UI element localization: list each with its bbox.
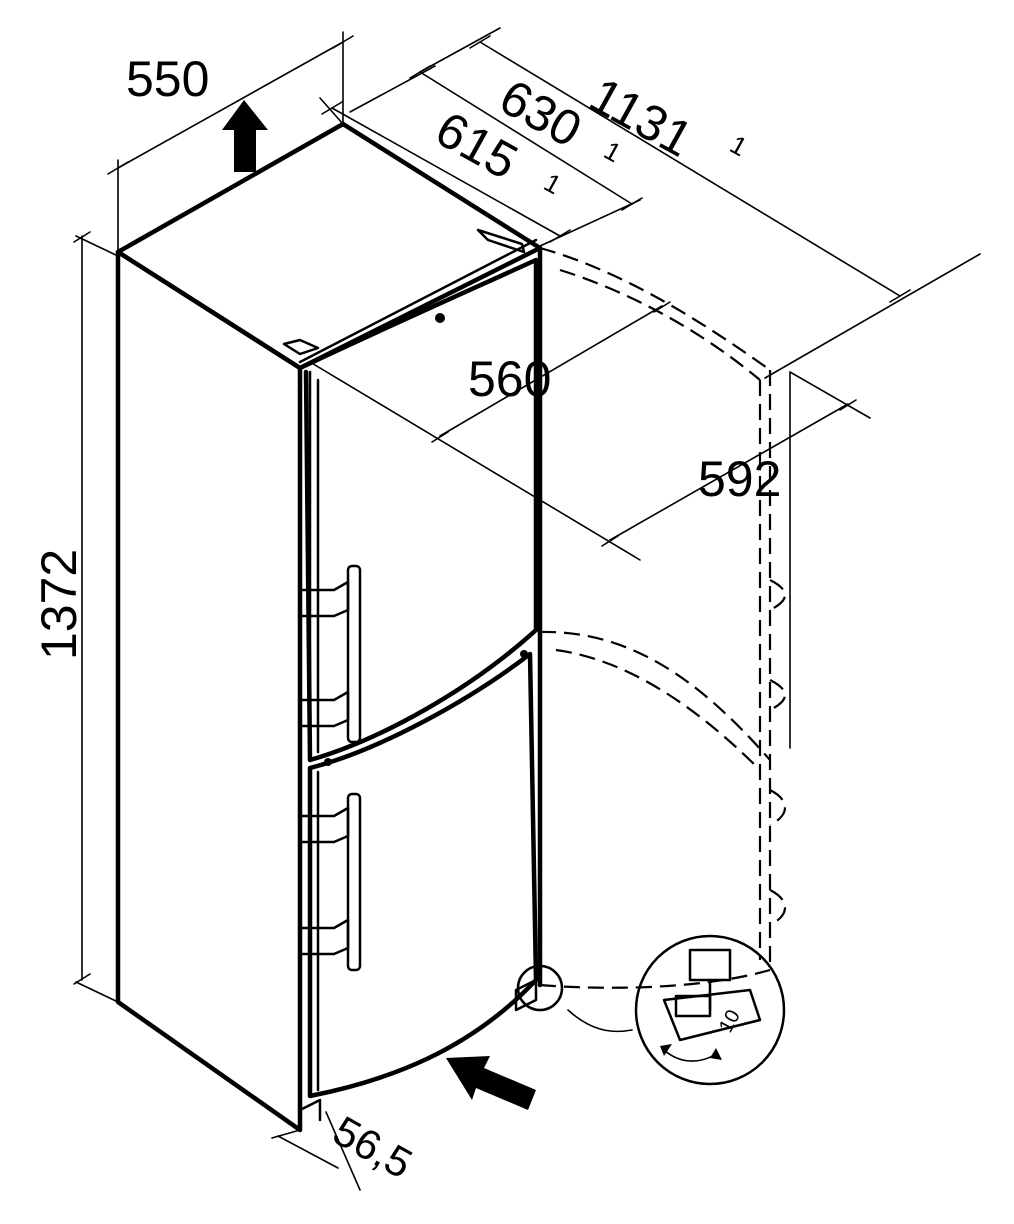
- dim-bottom-vent: 56,5: [326, 1107, 420, 1188]
- lower-door-handle: [298, 792, 362, 972]
- up-arrow-icon: [222, 100, 268, 172]
- fridge-body: [115, 121, 543, 1133]
- dimension-lines: [73, 27, 981, 1191]
- inlet-arrow-icon: [446, 1056, 536, 1110]
- dim-width: 550: [126, 51, 209, 107]
- upper-door-handle: [298, 564, 362, 744]
- door-knob: [435, 313, 445, 323]
- dim-depth-open: 1131: [581, 67, 702, 168]
- top-hinge: [476, 228, 526, 254]
- lower-door: [298, 650, 539, 1122]
- open-door-outline: [539, 246, 791, 989]
- dim-door-swing: 560: [468, 351, 551, 407]
- dim-depth-handle-note: 1: [599, 135, 626, 168]
- dim-open-width: 592: [698, 451, 781, 507]
- wrench-size-label: 10: [715, 1006, 745, 1036]
- dimension-labels: 550 1131 1 630 1 615 1 560 592 1372 56,5…: [31, 51, 781, 1188]
- upper-door: [297, 257, 539, 763]
- dim-height: 1372: [31, 549, 87, 660]
- wrench-icon: [662, 988, 762, 1042]
- foot-detail-callout: [516, 934, 786, 1086]
- dim-depth-body-note: 1: [539, 167, 566, 200]
- dim-depth-open-note: 1: [725, 129, 752, 162]
- airflow-arrows: [222, 100, 536, 1110]
